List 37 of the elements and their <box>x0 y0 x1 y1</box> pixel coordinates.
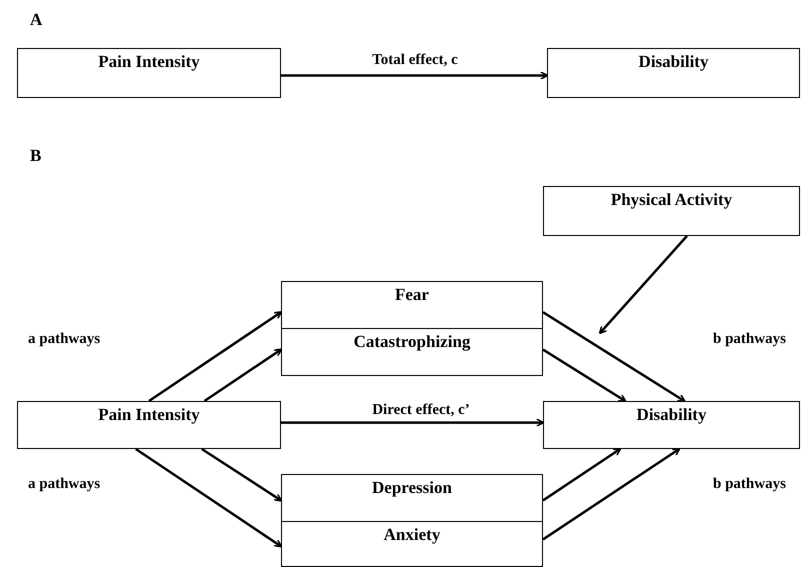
arrow <box>542 448 622 502</box>
pathway-label: b pathways <box>713 331 786 348</box>
panel-letter: A <box>30 10 42 30</box>
arrow <box>201 448 282 502</box>
variable-name: Anxiety <box>384 525 440 545</box>
variable-box <box>543 186 800 236</box>
arrow <box>281 418 544 427</box>
panel-letter: B <box>30 146 42 166</box>
variable-box <box>281 474 543 522</box>
variable-name: Physical Activity <box>610 190 732 210</box>
pathway-label: b pathways <box>713 476 786 493</box>
arrow <box>281 71 548 80</box>
pathway-label: a pathways <box>28 331 100 348</box>
variable-name: Depression <box>372 478 452 498</box>
variable-name: Catastrophizing <box>354 332 470 352</box>
variable-name: Disability <box>636 405 706 425</box>
arrow <box>542 348 627 402</box>
variable-box <box>281 281 543 329</box>
variable-box <box>543 401 800 449</box>
edge-label: Total effect, c <box>370 52 460 69</box>
variable-box <box>17 48 281 98</box>
pathway-label: a pathways <box>28 476 100 493</box>
variable-box <box>547 48 800 98</box>
edge-label: Direct effect, c’ <box>370 402 472 419</box>
variable-name: Pain Intensity <box>98 52 200 72</box>
arrow <box>148 311 282 402</box>
arrow <box>598 235 688 334</box>
variable-name: Fear <box>395 285 429 305</box>
variable-box <box>281 521 543 567</box>
arrow <box>135 448 282 548</box>
arrow <box>542 311 686 402</box>
arrow <box>542 448 681 540</box>
variable-name: Disability <box>638 52 708 72</box>
variable-name: Pain Intensity <box>98 405 200 425</box>
variable-box <box>281 328 543 376</box>
arrow <box>204 348 282 402</box>
variable-box <box>17 401 281 449</box>
